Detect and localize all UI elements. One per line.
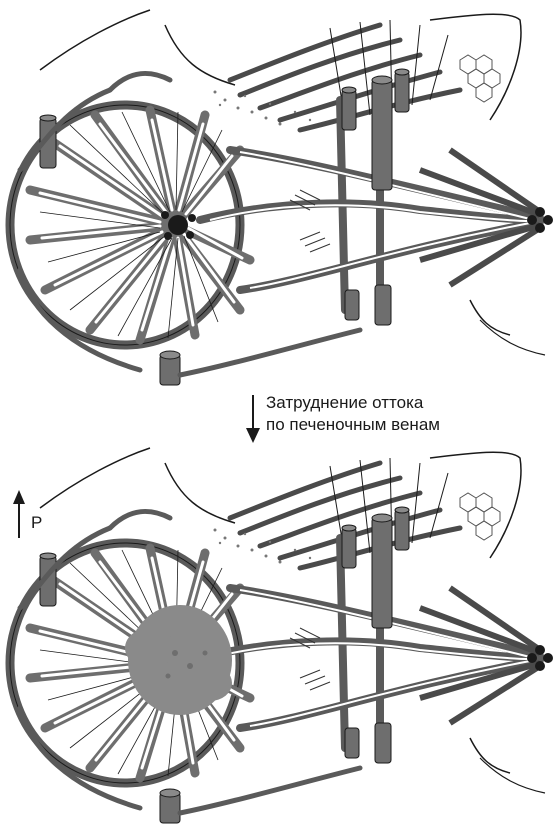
up-arrow-icon [13, 490, 25, 538]
down-arrow-icon [246, 395, 260, 443]
caption-line-2: по печеночным венам [266, 414, 440, 436]
caption-line-1: Затруднение оттока [266, 392, 423, 414]
congested-lobule-panel [10, 448, 553, 823]
normal-lobule-panel [10, 10, 553, 385]
pressure-label: P [31, 512, 42, 534]
